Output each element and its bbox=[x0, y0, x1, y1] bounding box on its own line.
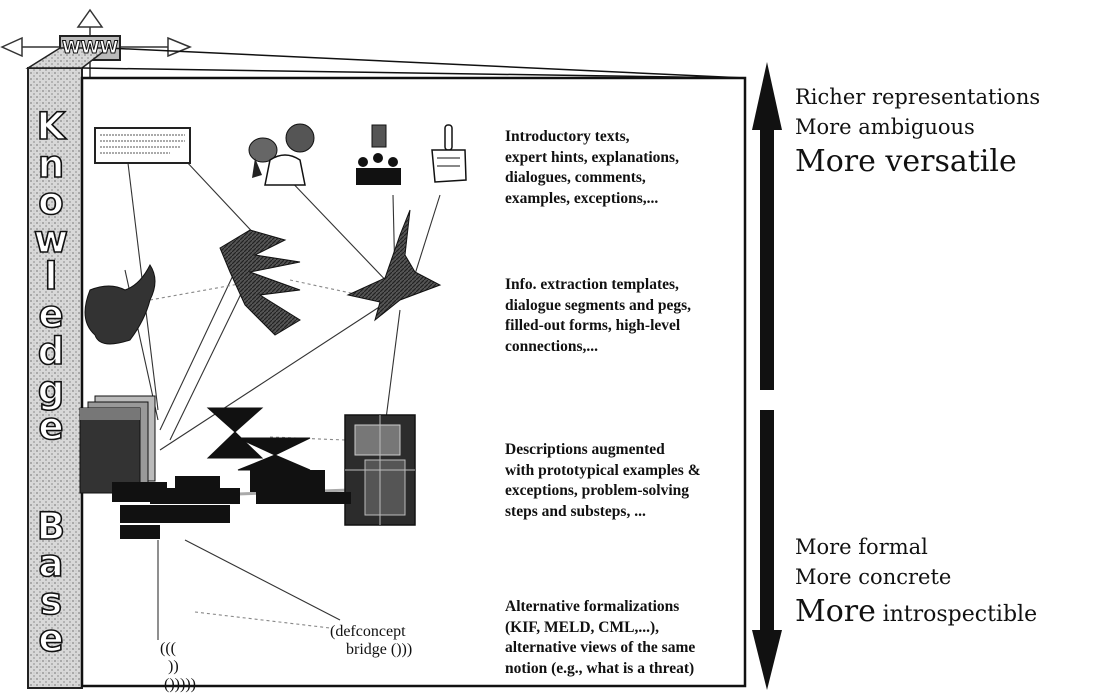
kb-letter-base-0: B bbox=[36, 504, 66, 548]
kb-letter-knowledge-6: d bbox=[37, 330, 65, 373]
lisp-parentheses: ((( )) ())))) bbox=[160, 640, 196, 693]
hand-pointing-icon bbox=[431, 124, 467, 183]
audience-icon bbox=[356, 124, 401, 185]
axis-down-line1: More formal bbox=[795, 535, 928, 559]
layer-description-1: Introductory texts, expert hints, explan… bbox=[505, 128, 679, 207]
axis-down-line3: More introspectible bbox=[795, 592, 1100, 632]
stacked-frames bbox=[79, 395, 156, 494]
expert-people-icon bbox=[248, 123, 315, 186]
axis-down-line2: More concrete bbox=[795, 565, 952, 589]
kb-letter-knowledge-1: n bbox=[37, 142, 65, 186]
kb-letter-knowledge-4: l bbox=[44, 255, 58, 298]
kb-letter-knowledge-8: e bbox=[38, 405, 65, 448]
step-bars bbox=[112, 470, 351, 539]
axis-up-labels: Richer representations More ambiguous Mo… bbox=[795, 82, 1100, 182]
layer-description-2: Info. extraction templates, dialogue seg… bbox=[505, 276, 692, 355]
kb-letter-base-2: s bbox=[39, 579, 63, 623]
hourglass-shapes bbox=[206, 407, 311, 471]
kb-letter-base-3: e bbox=[38, 617, 65, 660]
axis-down-line3-rest: introspectible bbox=[882, 602, 1038, 627]
kb-letter-knowledge-2: o bbox=[37, 180, 64, 223]
axis-down-line3-big: More bbox=[795, 594, 876, 629]
problem-solving-grid bbox=[344, 414, 416, 526]
up-arrow bbox=[752, 62, 782, 390]
document-icon bbox=[94, 127, 191, 164]
layer-description-3: Descriptions augmented with prototypical… bbox=[505, 441, 701, 520]
kb-letter-knowledge-3: w bbox=[33, 217, 69, 261]
defconcept-code: (defconcept bridge ())) bbox=[330, 623, 413, 658]
down-arrow bbox=[752, 410, 782, 690]
axis-up-line2: More ambiguous bbox=[795, 115, 975, 139]
knowledge-base-box bbox=[25, 47, 747, 689]
axis-down-labels: More formal More concrete More introspec… bbox=[795, 532, 1100, 632]
kb-letter-base-1: a bbox=[38, 542, 65, 585]
axis-up-line1: Richer representations bbox=[795, 85, 1041, 109]
layer-description-4: Alternative formalizations (KIF, MELD, C… bbox=[505, 598, 696, 677]
template-structures bbox=[84, 209, 442, 345]
kb-letter-knowledge-0: K bbox=[36, 105, 66, 148]
kb-letter-knowledge-5: e bbox=[38, 292, 65, 336]
www-label: WWW bbox=[62, 38, 119, 59]
kb-letter-knowledge-7: g bbox=[37, 367, 65, 411]
axis-up-line3: More versatile bbox=[795, 144, 1017, 179]
